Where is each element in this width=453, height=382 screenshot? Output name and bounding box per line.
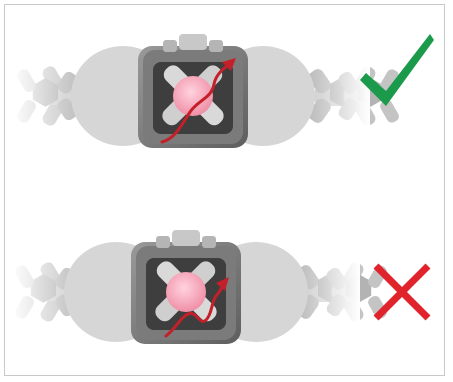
wave-arrow: [164, 280, 228, 338]
arrow-head: [216, 277, 229, 291]
panel-top-correct: [10, 30, 434, 160]
fade-left: [10, 30, 80, 160]
central-module: [64, 230, 308, 344]
fade-right: [310, 30, 370, 160]
panel-bottom-incorrect: [10, 230, 431, 360]
arrow-head: [222, 58, 236, 71]
wave-arrow: [160, 60, 234, 144]
cross-icon: [373, 263, 431, 321]
central-module: [71, 34, 315, 148]
checkmark-icon: [360, 34, 434, 106]
fade-right: [300, 230, 360, 360]
